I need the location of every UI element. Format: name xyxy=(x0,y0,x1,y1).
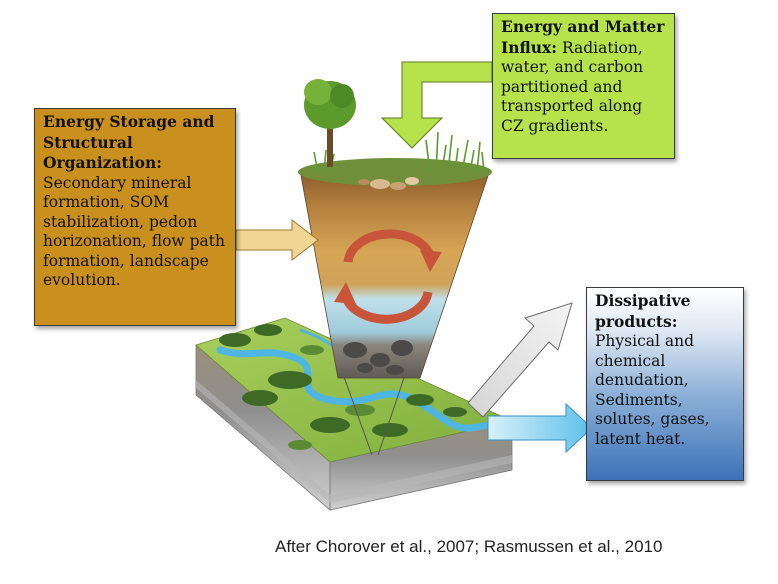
cycle-arrow-lower-head xyxy=(334,282,356,304)
grass xyxy=(313,131,485,173)
bedrock-layer-band xyxy=(196,380,512,503)
forest-highlights xyxy=(288,345,375,450)
energy-storage-body: Secondary mineral formation, SOM stabili… xyxy=(43,173,225,290)
energy-influx-title: Energy and Matter Influx: xyxy=(501,17,665,57)
dissipative-grey-arrow xyxy=(467,302,573,418)
citation-text: After Chorover et al., 2007; Rasmussen e… xyxy=(275,537,663,556)
influx-arrow xyxy=(380,61,493,149)
cycle-arrow-upper-head xyxy=(420,250,442,272)
dissipative-blue-arrow xyxy=(487,402,593,454)
forest-patches xyxy=(219,324,467,437)
energy-influx-box: Energy and Matter Influx: Radiation, wat… xyxy=(492,13,675,159)
storage-arrow xyxy=(235,218,319,262)
dissipative-products-body: Physical and chemical denudation, Sedime… xyxy=(595,332,710,448)
rock-fragments xyxy=(343,340,413,375)
landscape-block xyxy=(195,317,516,511)
cycle-arrow-upper xyxy=(343,229,435,263)
pebbles xyxy=(358,177,419,190)
tree xyxy=(304,79,356,167)
cycle-arrow-lower xyxy=(341,291,433,324)
energy-influx-body: Radiation, water, and carbon partitioned… xyxy=(501,38,644,135)
soil-profile xyxy=(298,79,492,456)
energy-storage-title: Energy Storage and Structural Organizati… xyxy=(43,112,215,172)
dissipative-products-box: Dissipative products: Physical and chemi… xyxy=(586,287,744,481)
energy-storage-box: Energy Storage and Structural Organizati… xyxy=(34,108,236,326)
river xyxy=(216,346,516,432)
dissipative-products-title: Dissipative products: xyxy=(595,291,691,331)
